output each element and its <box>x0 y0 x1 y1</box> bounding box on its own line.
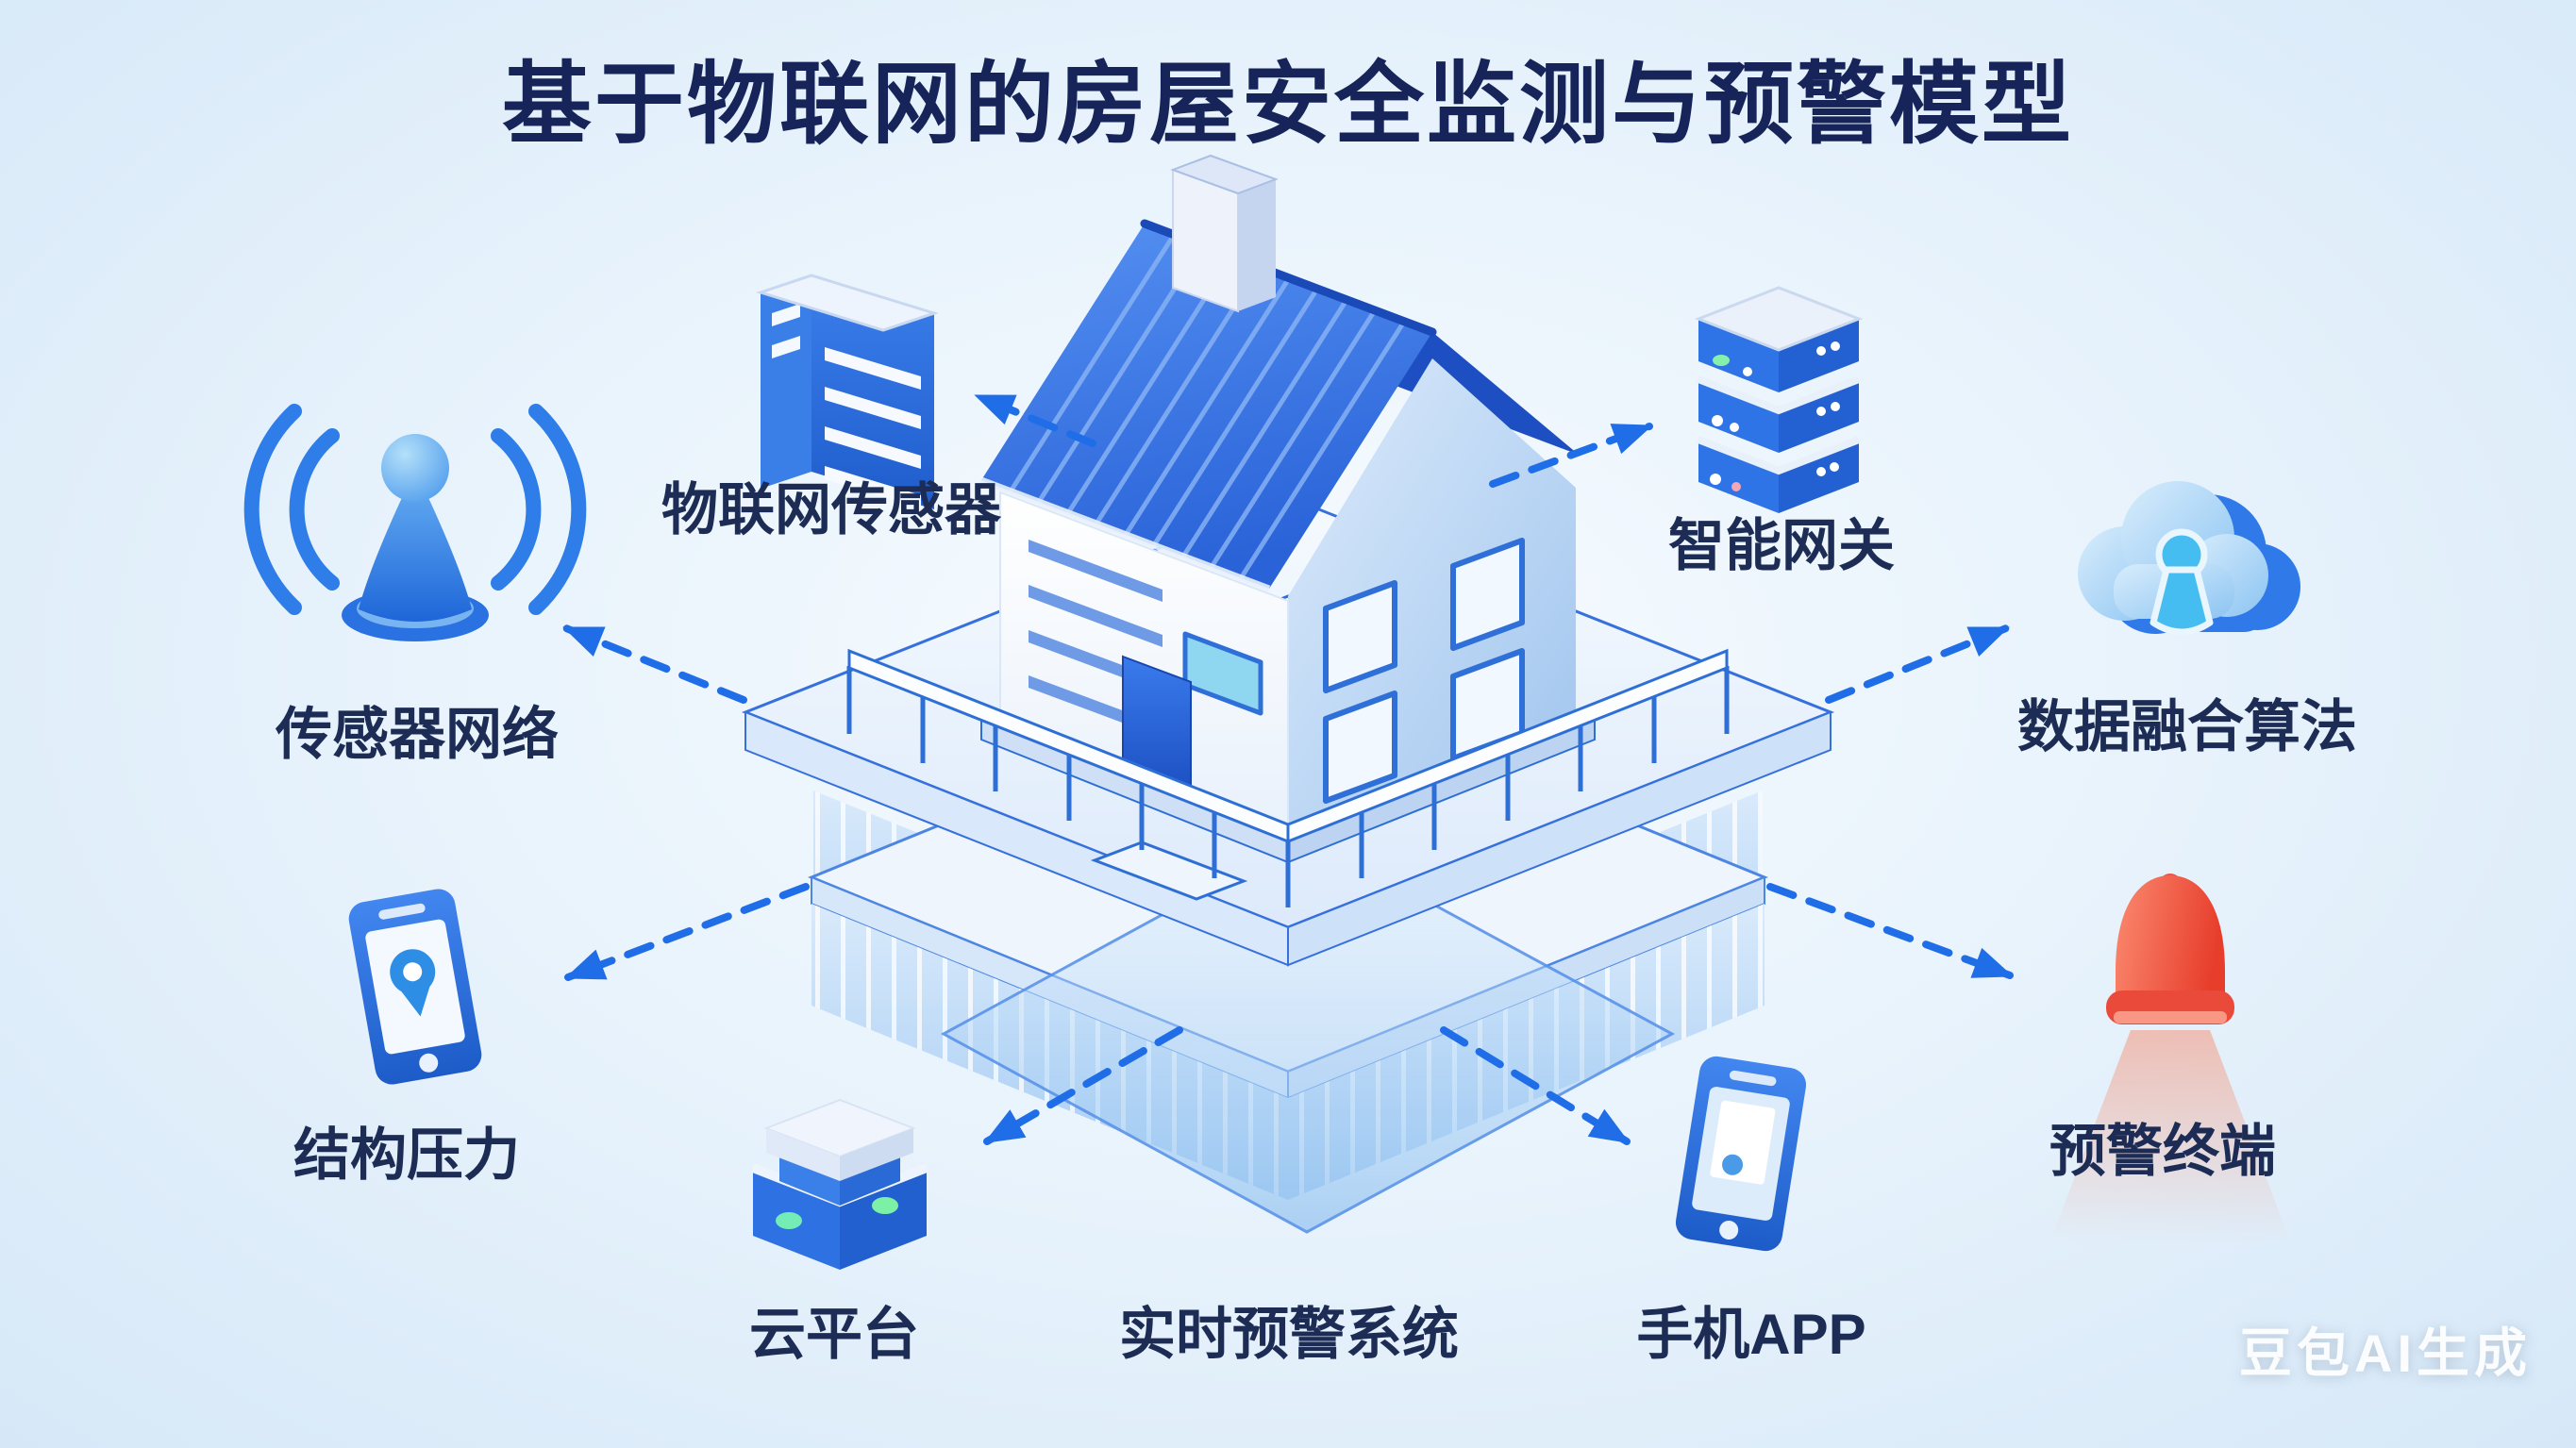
arrow-to-smart-gateway <box>1489 423 1653 488</box>
arrow-to-mobile-app <box>1440 1026 1631 1145</box>
watermark: 豆包AI生成 <box>2239 1323 2532 1383</box>
phone-location-icon <box>348 889 482 1085</box>
arrow-to-data-fusion <box>1825 624 2010 704</box>
label-iot-sensor: 物联网传感器 <box>661 478 1001 541</box>
door-step <box>1090 841 1248 901</box>
railing <box>846 648 1730 907</box>
house-illustration <box>846 154 1730 907</box>
antenna-icon <box>243 404 587 641</box>
label-mobile-app: 手机APP <box>1636 1303 1866 1366</box>
label-data-fusion: 数据融合算法 <box>2017 695 2357 758</box>
chimney <box>1170 154 1279 313</box>
label-warning-terminal: 预警终端 <box>2049 1120 2276 1183</box>
arrow-to-sensor-network <box>562 624 747 704</box>
storage-box-icon <box>751 1098 928 1270</box>
label-smart-gateway: 智能网关 <box>1668 514 1895 577</box>
arrow-to-iot-sensor <box>974 392 1096 447</box>
label-realtime-warning: 实时预警系统 <box>1119 1303 1459 1366</box>
teal-window <box>1182 631 1263 716</box>
connection-arrows <box>562 392 2014 1145</box>
page-title: 基于物联网的房屋安全监测与预警模型 <box>501 55 2074 155</box>
cloud-key-icon <box>2078 481 2300 636</box>
arrow-to-warning-terminal <box>1766 883 2014 979</box>
label-structural-pressure: 结构压力 <box>293 1123 520 1187</box>
server-icon <box>756 274 939 509</box>
arrow-to-cloud-platform <box>983 1026 1183 1145</box>
arrow-to-structural-pressure <box>564 883 810 981</box>
label-sensor-network: 传感器网络 <box>276 703 559 766</box>
house-windows <box>1323 538 1525 804</box>
alarm-bell-icon <box>2049 874 2291 1243</box>
server-stack-icon <box>1694 286 1864 513</box>
smartphone-icon <box>1675 1056 1807 1252</box>
label-cloud-platform: 云平台 <box>749 1303 919 1366</box>
